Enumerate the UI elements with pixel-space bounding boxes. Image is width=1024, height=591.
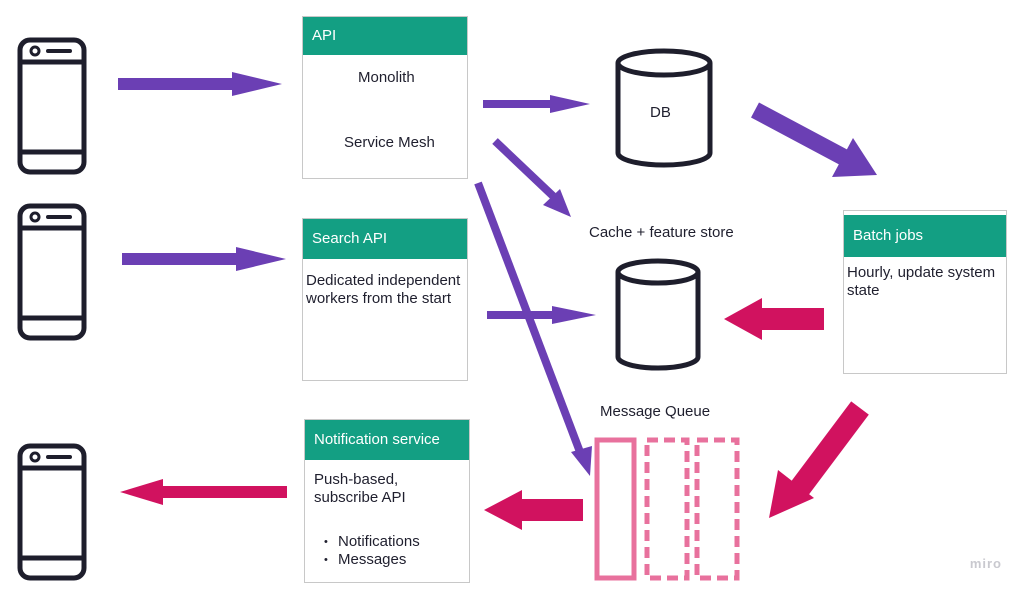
db-cylinder-icon <box>615 48 713 168</box>
arrow-phone2-to-search-api <box>122 247 286 271</box>
search-api-description: Dedicated independent workers from the s… <box>306 272 461 307</box>
arrow-notification-to-phone3 <box>120 479 287 505</box>
arrow-search-to-cache <box>487 306 596 324</box>
api-header: API <box>303 17 467 55</box>
arrow-db-to-batch <box>751 102 877 177</box>
arrow-batch-to-cache <box>724 298 824 340</box>
arrow-phone1-to-api <box>118 72 282 96</box>
arrow-api-to-queue <box>474 181 592 476</box>
message-queue-icon <box>594 437 740 581</box>
search-api-box: Search API Dedicated independent workers… <box>302 218 468 381</box>
arrow-queue-to-notification <box>484 490 583 530</box>
batch-jobs-description: Hourly, update system state <box>847 264 996 299</box>
notification-service-list: Notifications Messages <box>322 533 420 569</box>
list-item: Messages <box>322 551 420 569</box>
smartphone-icon <box>20 446 84 578</box>
batch-jobs-header: Batch jobs <box>844 215 1006 257</box>
batch-jobs-box: Batch jobs Hourly, update system state <box>843 210 1007 374</box>
api-box: API Monolith Service Mesh <box>302 16 468 179</box>
smartphone-icon <box>20 206 84 338</box>
notification-service-header: Notification service <box>305 420 469 460</box>
cache-cylinder-icon <box>615 258 701 371</box>
api-monolith-label: Monolith <box>358 69 415 86</box>
db-label: DB <box>650 104 671 121</box>
miro-watermark: miro <box>969 556 1002 571</box>
cache-feature-store-label: Cache + feature store <box>589 224 734 241</box>
message-queue-label: Message Queue <box>600 403 711 420</box>
notification-service-box: Notification service Push-based, subscri… <box>304 419 470 583</box>
search-api-header: Search API <box>303 219 467 259</box>
arrow-api-to-cache <box>492 138 571 217</box>
notification-service-description: Push-based, subscribe API <box>314 471 406 506</box>
list-item: Notifications <box>322 533 420 551</box>
api-service-mesh-label: Service Mesh <box>344 134 435 151</box>
arrow-api-to-db <box>483 95 590 113</box>
smartphone-icon <box>20 40 84 172</box>
arrow-batch-to-queue <box>769 401 869 518</box>
